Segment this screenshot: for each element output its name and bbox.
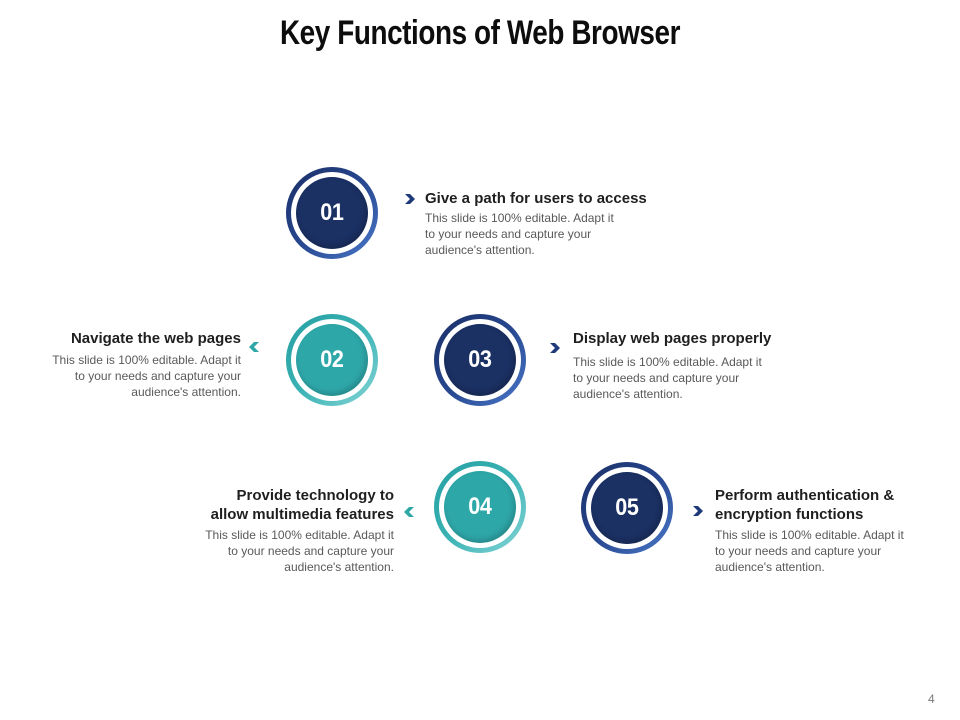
step-heading: Provide technology to allow multimedia f…	[210, 487, 394, 523]
step-number: 05	[615, 494, 639, 521]
step-number: 04	[468, 493, 492, 520]
step-01-text: Give a path for users to access This sli…	[425, 189, 685, 258]
step-02-text: Navigate the web pages This slide is 100…	[20, 329, 241, 400]
step-heading: Navigate the web pages	[70, 330, 241, 347]
step-04-text: Provide technology to allow multimedia f…	[160, 486, 394, 575]
step-heading: Perform authentication & encryption func…	[715, 487, 895, 523]
slide-title: Key Functions of Web Browser	[279, 14, 681, 52]
step-04-badge: 04	[434, 461, 526, 553]
step-05-text: Perform authentication & encryption func…	[715, 486, 955, 575]
chevron-right-icon	[550, 343, 560, 353]
step-03-text: Display web pages properly This slide is…	[573, 329, 813, 402]
step-03-badge: 03	[434, 314, 526, 406]
step-description: This slide is 100% editable. Adapt it to…	[425, 211, 614, 257]
step-02-badge: 02	[286, 314, 378, 406]
chevron-left-icon	[249, 342, 259, 352]
chevron-right-icon	[405, 194, 415, 204]
step-heading: Give a path for users to access	[425, 190, 647, 207]
step-number: 01	[320, 199, 344, 226]
chevron-left-icon	[404, 507, 414, 517]
step-01-badge: 01	[286, 167, 378, 259]
step-05-badge: 05	[581, 462, 673, 554]
step-description: This slide is 100% editable. Adapt it to…	[573, 355, 762, 401]
step-number: 02	[320, 346, 344, 373]
page-number: 4	[928, 692, 935, 706]
step-heading: Display web pages properly	[573, 330, 772, 347]
step-description: This slide is 100% editable. Adapt it to…	[715, 528, 904, 574]
step-number: 03	[468, 346, 492, 373]
step-description: This slide is 100% editable. Adapt it to…	[205, 528, 394, 574]
chevron-right-icon	[693, 506, 703, 516]
step-description: This slide is 100% editable. Adapt it to…	[52, 353, 241, 399]
